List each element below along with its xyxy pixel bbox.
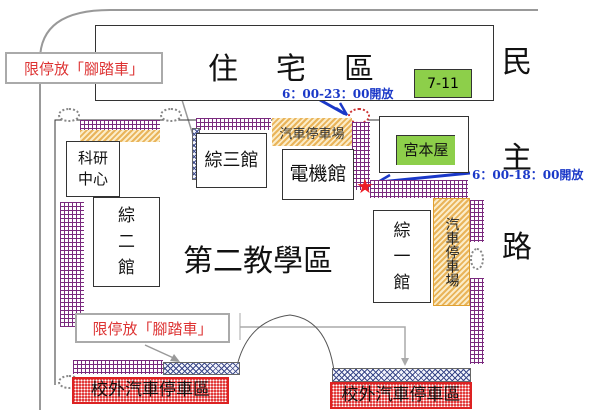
car-parking-zone <box>80 130 160 142</box>
bike-only-zone <box>163 362 240 375</box>
car-parking-lot-top: 汽車停車場 <box>272 118 352 146</box>
bike-only-zone <box>332 368 471 382</box>
building-zong-yi-char: 綜 <box>393 221 411 241</box>
gate-hours-top: 6：00-23：00開放 <box>282 87 394 101</box>
bike-parking-zone <box>370 180 468 198</box>
bike-parking-zone <box>470 278 484 364</box>
building-dianji: 電機館 <box>282 149 354 200</box>
gate-icon <box>470 248 484 270</box>
seven-eleven-store: 7-11 <box>414 69 472 98</box>
residential-area-label: 住 宅 區 <box>208 52 378 87</box>
gate-icon <box>58 108 80 122</box>
bike-parking-zone <box>73 360 163 374</box>
building-zong-san: 綜三館 <box>196 133 267 188</box>
bike-parking-zone <box>60 202 84 327</box>
building-zong-yi: 綜 一 館 <box>373 210 431 303</box>
bike-only-callout-top: 限停放「腳踏車」 <box>5 52 163 84</box>
road-label-lu: 路 <box>502 230 532 265</box>
building-zong-yi-char: 館 <box>393 273 411 293</box>
building-miyamoto-block: 宮本屋 <box>379 116 469 173</box>
offcampus-parking-left: 校外汽車停車區 <box>72 377 229 404</box>
bike-parking-zone <box>196 118 271 130</box>
building-zong-er-char: 綜 <box>118 206 135 226</box>
building-keyan-center: 科研 中心 <box>66 141 120 197</box>
gate-hours-right: 6：00-18：00開放 <box>472 168 584 182</box>
building-zong-er-char: 二 <box>118 232 135 252</box>
building-zong-yi-char: 一 <box>393 247 411 267</box>
road-label-min: 民 <box>502 45 532 80</box>
location-star-icon: ★ <box>356 174 374 198</box>
car-parking-lot-right: 汽車停車場 <box>433 198 470 306</box>
road-label-zhu: 主 <box>502 141 532 176</box>
bike-parking-zone <box>470 200 484 242</box>
building-zong-er: 綜 二 館 <box>93 197 160 287</box>
miyamoto-store: 宮本屋 <box>396 135 455 165</box>
offcampus-parking-right: 校外汽車停車區 <box>330 382 472 409</box>
gate-icon <box>160 108 182 122</box>
teaching-area-label: 第二教學區 <box>183 244 333 279</box>
bike-parking-zone <box>80 120 160 130</box>
bike-parking-zone <box>352 122 370 190</box>
bike-only-callout-bottom: 限停放「腳踏車」 <box>75 313 230 343</box>
building-zong-er-char: 館 <box>118 258 135 278</box>
